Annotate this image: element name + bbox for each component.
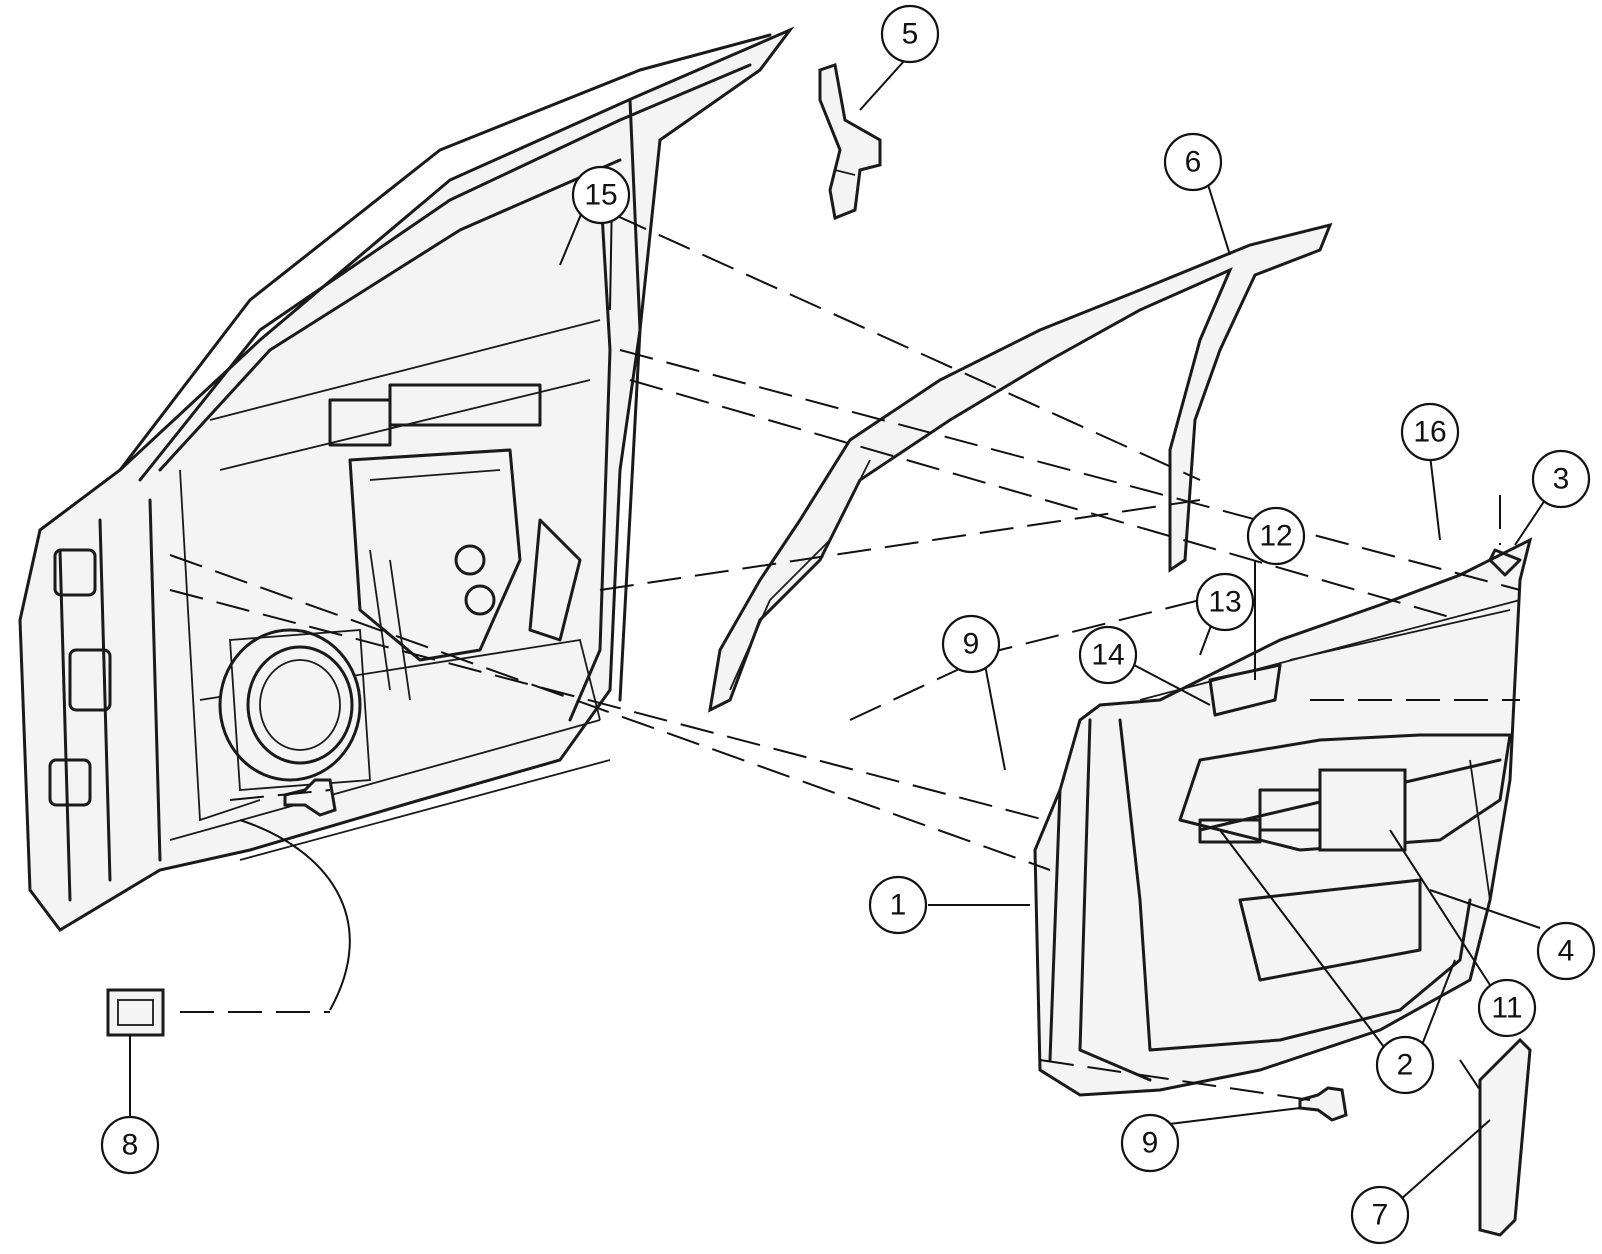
part-9-push-pin-lower	[1298, 1086, 1348, 1122]
svg-text:9: 9	[1142, 1127, 1159, 1160]
callout-2: 2	[1375, 1035, 1435, 1095]
part-8-connector	[106, 988, 165, 1037]
callout-16: 16	[1400, 402, 1460, 462]
svg-text:5: 5	[902, 18, 919, 51]
svg-text:8: 8	[122, 1129, 139, 1162]
svg-text:14: 14	[1091, 639, 1124, 672]
svg-text:7: 7	[1372, 1199, 1389, 1232]
callout-13: 13	[1195, 572, 1255, 632]
part-7-reflector	[1478, 1037, 1532, 1237]
svg-text:3: 3	[1553, 463, 1570, 496]
svg-text:1: 1	[890, 889, 907, 922]
part-9-push-pin-upper	[283, 778, 337, 817]
callout-1: 1	[868, 875, 928, 935]
svg-text:4: 4	[1558, 935, 1575, 968]
callout-11: 11	[1477, 978, 1537, 1038]
callout-15: 15	[571, 165, 631, 225]
svg-text:15: 15	[584, 179, 617, 212]
callout-14: 14	[1078, 625, 1138, 685]
callout-6: 6	[1163, 132, 1223, 192]
svg-text:9: 9	[963, 628, 980, 661]
door-trim-panel	[1033, 537, 1533, 1097]
callout-9-upper: 9	[941, 614, 1001, 674]
callout-5: 5	[880, 4, 940, 64]
door-shell	[18, 26, 795, 932]
callout-12: 12	[1246, 506, 1306, 566]
svg-text:13: 13	[1208, 586, 1241, 619]
svg-text:16: 16	[1413, 416, 1446, 449]
svg-text:11: 11	[1491, 992, 1522, 1025]
callout-7: 7	[1350, 1185, 1410, 1245]
part-6-window-molding	[708, 222, 1333, 713]
svg-text:2: 2	[1397, 1049, 1414, 1082]
part-5-bracket	[818, 63, 882, 221]
callout-9-lower: 9	[1120, 1113, 1180, 1173]
callout-4: 4	[1536, 921, 1596, 981]
callout-3: 3	[1531, 449, 1591, 509]
svg-text:6: 6	[1185, 146, 1202, 179]
alignment-dashed-lines	[169, 214, 1521, 1101]
svg-text:12: 12	[1259, 520, 1292, 553]
callout-8: 8	[100, 1115, 160, 1175]
